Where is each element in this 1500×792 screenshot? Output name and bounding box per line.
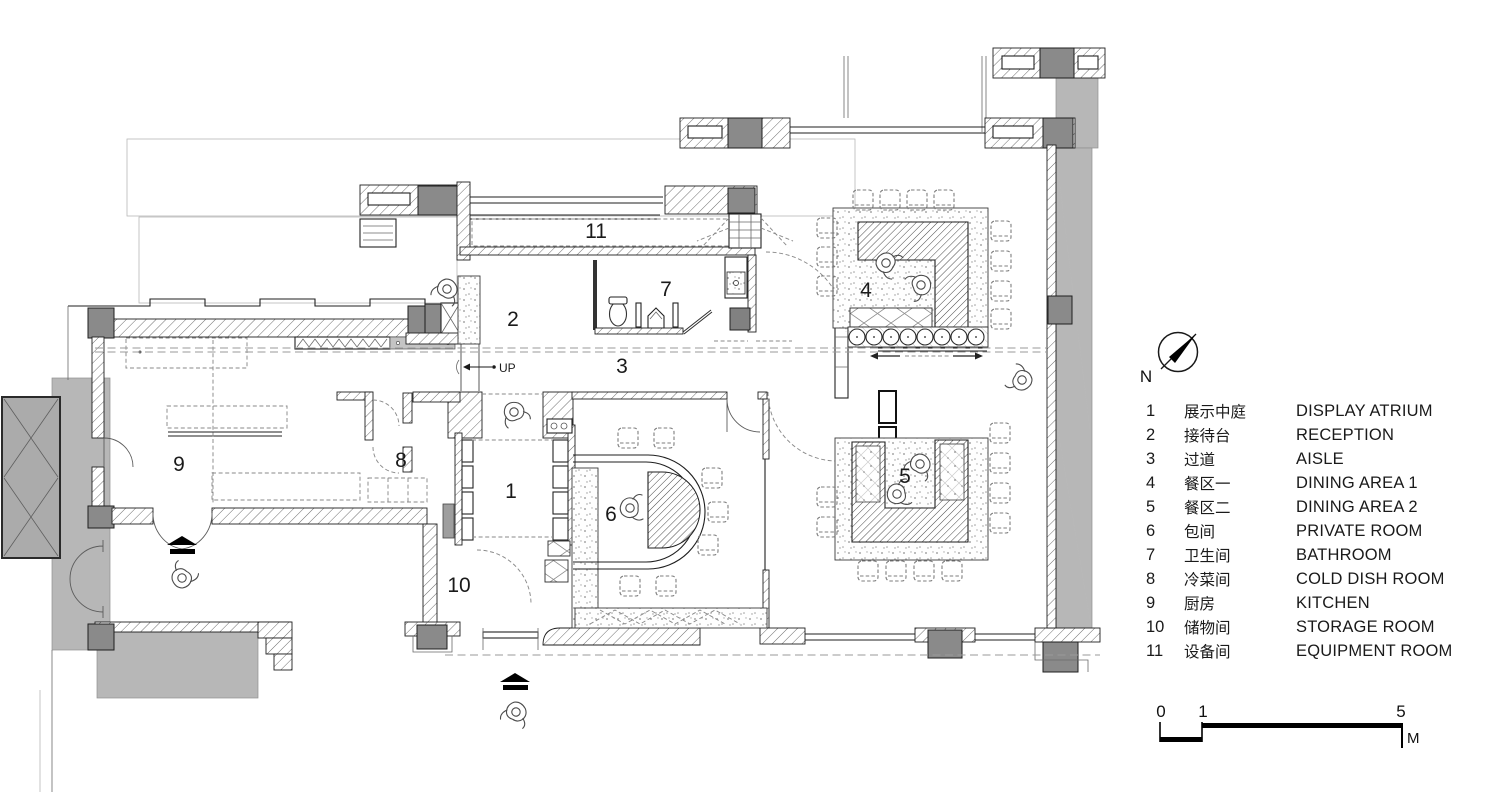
legend-row: 3 过道 AISLE	[1146, 447, 1453, 471]
legend-row: 5 餐区二 DINING AREA 2	[1146, 495, 1453, 519]
legend-num: 7	[1146, 545, 1156, 564]
dining-area-1	[816, 189, 1012, 360]
scale-bar: 0 1 5 M	[1156, 702, 1420, 748]
room-label-1: 1	[505, 480, 517, 503]
dining-area-2	[816, 422, 1011, 582]
room-label-11: 11	[585, 220, 607, 243]
legend-row: 2 接待台 RECEPTION	[1146, 423, 1453, 447]
room-label-3: 3	[616, 355, 628, 378]
room-label-7: 7	[660, 278, 672, 301]
legend-en: STORAGE ROOM	[1296, 617, 1435, 636]
up-arrow-icon	[463, 363, 470, 371]
legend-row: 1 展示中庭 DISPLAY ATRIUM	[1146, 399, 1453, 423]
legend-row: 7 卫生间 BATHROOM	[1146, 543, 1453, 567]
room-label-4: 4	[860, 279, 872, 302]
legend-en: AISLE	[1296, 449, 1344, 468]
legend-zh: 餐区一	[1184, 476, 1231, 493]
legend-num: 8	[1146, 569, 1156, 588]
interior-walls	[336, 213, 897, 629]
legend: 1 展示中庭 DISPLAY ATRIUM 2 接待台 RECEPTION 3 过道 AIS…	[1146, 399, 1453, 663]
legend-zh: 过道	[1184, 452, 1216, 469]
legend-zh: 展示中庭	[1184, 404, 1247, 421]
legend-zh: 餐区二	[1184, 500, 1231, 517]
person-icon	[498, 397, 532, 429]
entrance-arrow-icon	[167, 536, 197, 545]
display-shelves-right	[552, 439, 569, 541]
legend-num: 3	[1146, 449, 1156, 468]
legend-row: 6 包间 PRIVATE ROOM	[1146, 519, 1453, 543]
person-icon	[619, 493, 644, 521]
room-8-furniture	[367, 477, 428, 503]
room-9-kitchen-furniture	[125, 337, 361, 505]
entrances	[152, 512, 530, 690]
legend-zh: 设备间	[1184, 644, 1231, 661]
compass-needle-icon	[1169, 334, 1196, 363]
reception-desk	[457, 275, 481, 345]
legend-en: DISPLAY ATRIUM	[1296, 401, 1433, 420]
legend-en: KITCHEN	[1296, 593, 1370, 612]
legend-row: 8 冷菜间 COLD DISH ROOM	[1146, 567, 1453, 591]
room-label-10: 10	[447, 574, 470, 597]
room-label-6: 6	[605, 503, 617, 526]
counter-u-shape	[851, 439, 969, 543]
legend-row: 11 设备间 EQUIPMENT ROOM	[1146, 639, 1453, 663]
up-label: UP	[499, 361, 516, 375]
room-label-2: 2	[507, 308, 519, 331]
legend-num: 4	[1146, 473, 1156, 492]
legend-num: 11	[1146, 641, 1164, 660]
legend-en: PRIVATE ROOM	[1296, 521, 1423, 540]
legend-zh: 厨房	[1184, 596, 1216, 613]
legend-num: 2	[1146, 425, 1156, 444]
door-leaf	[682, 309, 713, 335]
legend-en: DINING AREA 1	[1296, 473, 1418, 492]
legend-zh: 包间	[1184, 524, 1216, 541]
scale-1: 1	[1198, 702, 1207, 721]
legend-num: 1	[1146, 401, 1156, 420]
reference-lines	[95, 347, 1100, 656]
mop-basin-icon	[647, 307, 665, 329]
room-label-5: 5	[899, 465, 911, 488]
legend-num: 5	[1146, 497, 1156, 516]
legend-en: EQUIPMENT ROOM	[1296, 641, 1453, 660]
legend-num: 9	[1146, 593, 1156, 612]
person-icon	[164, 559, 200, 594]
legend-row: 9 厨房 KITCHEN	[1146, 591, 1453, 615]
north-label: N	[1140, 367, 1152, 386]
legend-zh: 卫生间	[1184, 548, 1231, 565]
person-icon	[498, 697, 533, 731]
scale-0: 0	[1156, 702, 1165, 721]
legend-num: 10	[1146, 617, 1165, 636]
person-icon	[1003, 362, 1038, 398]
north-arrow: N	[1140, 331, 1199, 386]
legend-en: DINING AREA 2	[1296, 497, 1418, 516]
legend-en: COLD DISH ROOM	[1296, 569, 1445, 588]
legend-zh: 接待台	[1184, 428, 1231, 445]
room-1-display-atrium	[442, 418, 576, 605]
legend-row: 4 餐区一 DINING AREA 1	[1146, 471, 1453, 495]
room-2-reception	[457, 275, 481, 345]
entrance-arrow-icon	[500, 673, 530, 682]
room-label-9: 9	[173, 453, 185, 476]
legend-en: BATHROOM	[1296, 545, 1392, 564]
elevator-icon	[3, 398, 59, 557]
scale-5: 5	[1396, 702, 1405, 721]
toilet-icon	[608, 301, 628, 327]
legend-row: 10 储物间 STORAGE ROOM	[1146, 615, 1453, 639]
room-labels: 1 2 3 4 5 6 7 8 9 10 11	[173, 220, 911, 597]
room-label-8: 8	[395, 449, 407, 472]
legend-en: RECEPTION	[1296, 425, 1395, 444]
legend-zh: 储物间	[1184, 620, 1231, 637]
legend-num: 6	[1146, 521, 1156, 540]
room-3-aisle: UP	[456, 359, 516, 375]
room-6-private-room	[544, 427, 768, 629]
legend-zh: 冷菜间	[1184, 572, 1231, 589]
bar-table	[647, 471, 701, 549]
scale-unit: M	[1407, 730, 1420, 747]
display-shelves-left	[461, 439, 474, 541]
